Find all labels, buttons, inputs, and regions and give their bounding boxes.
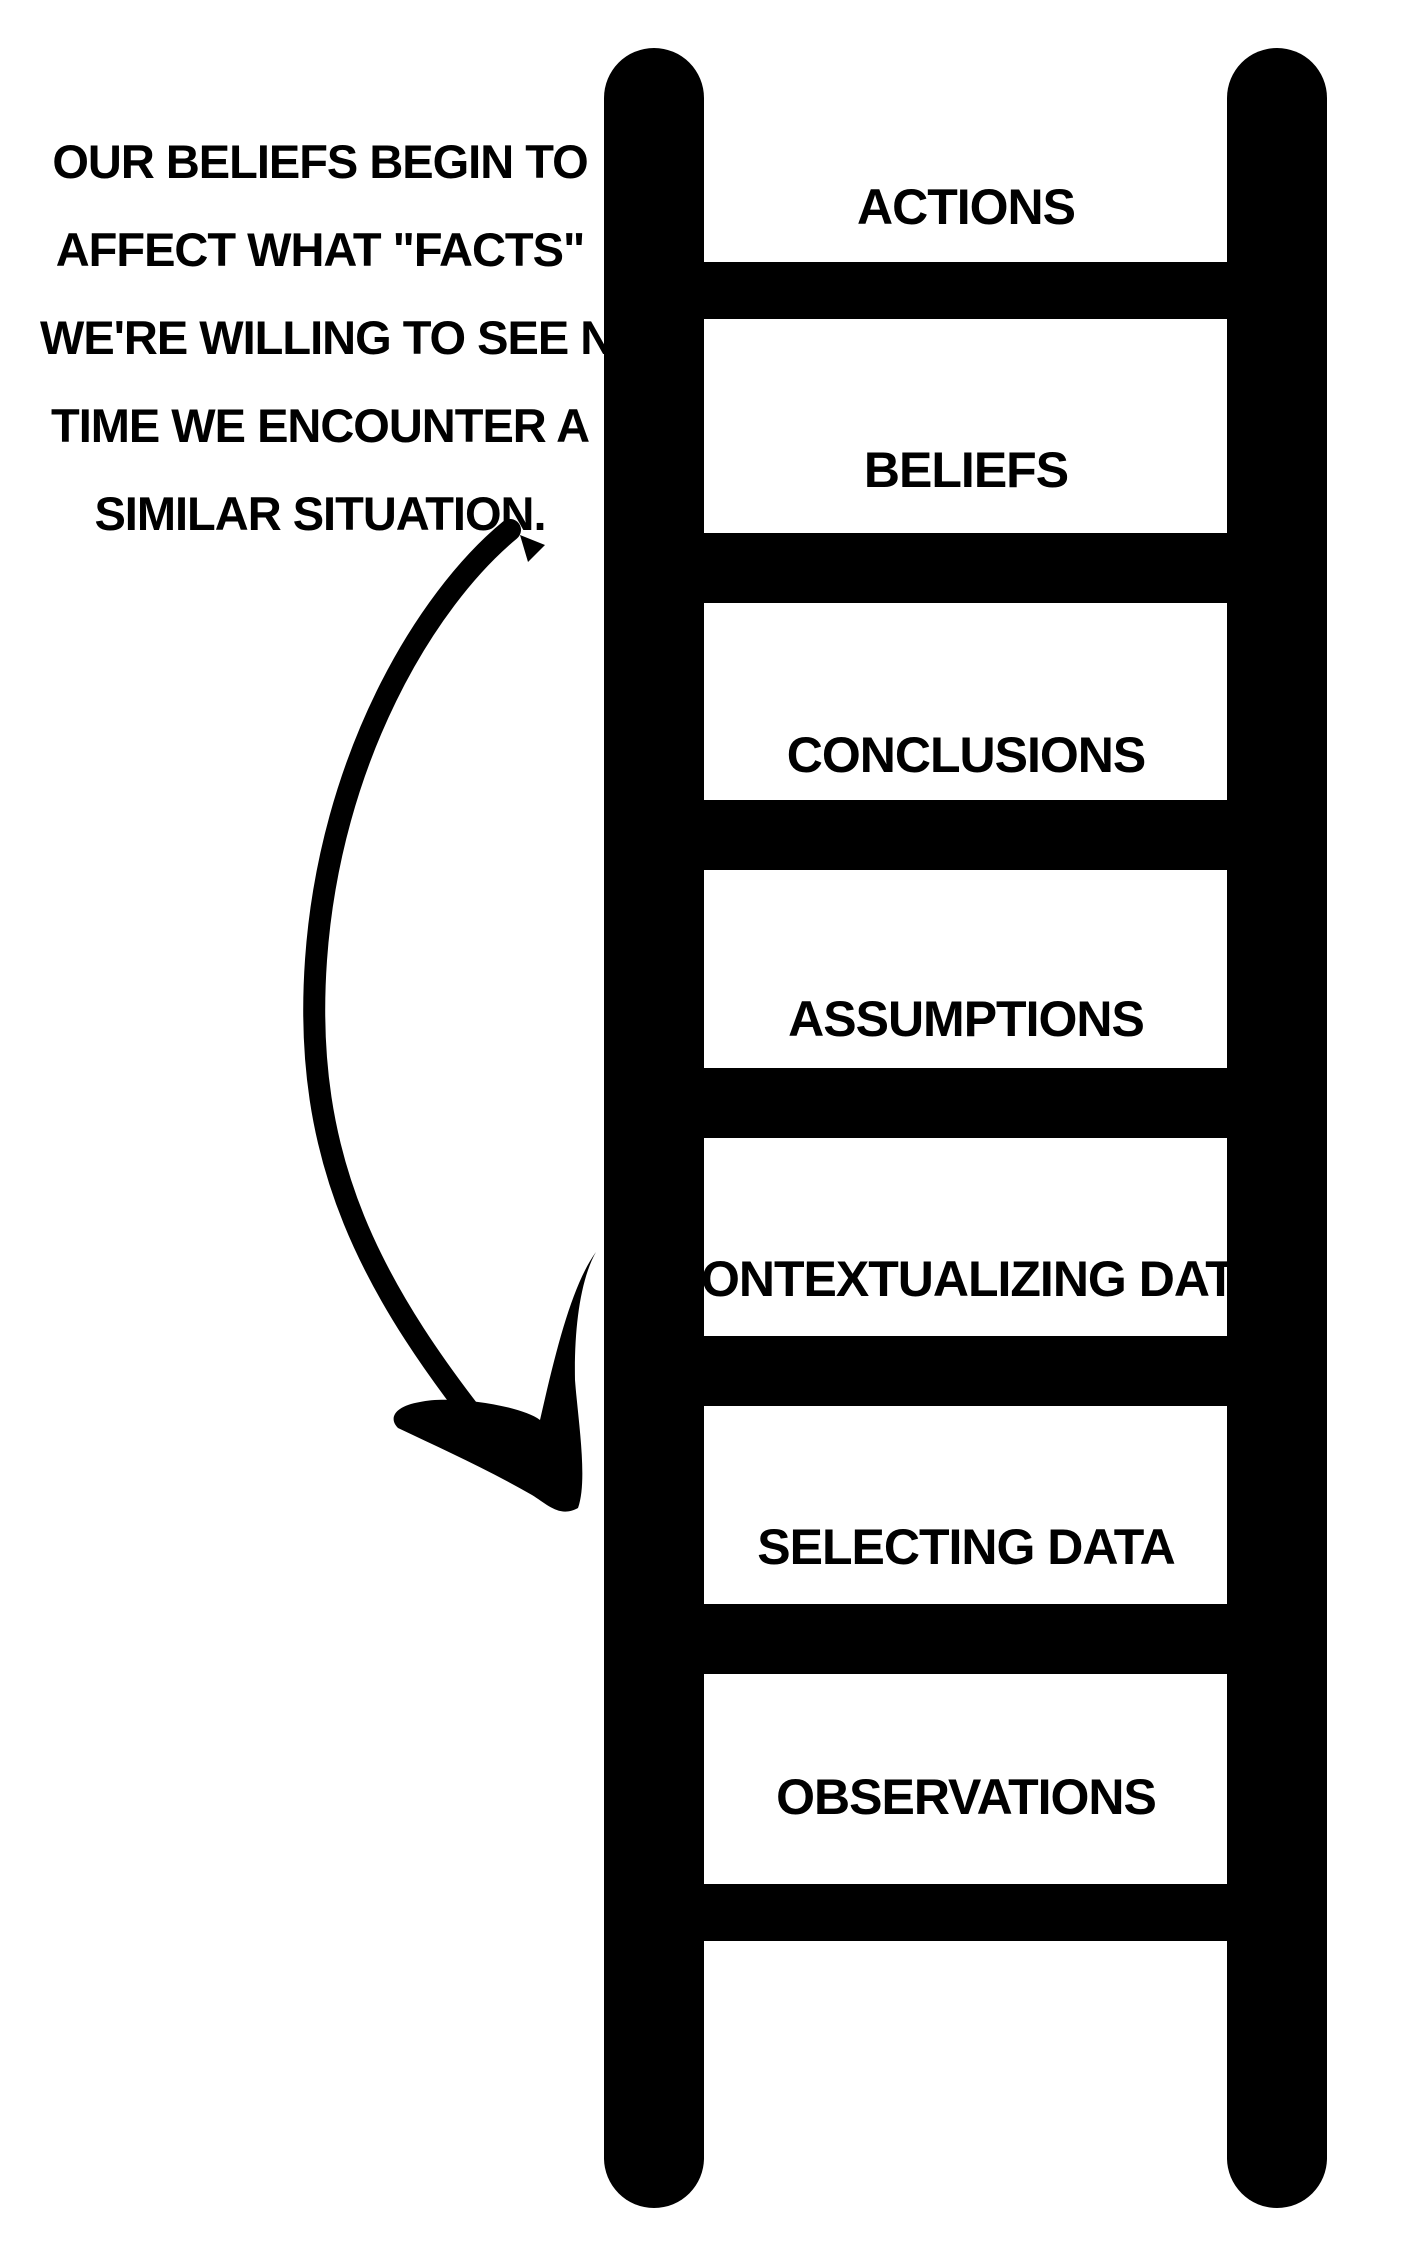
ladder-crossbar [700,1604,1230,1674]
note-line-1: OUR BELIEFS BEGIN TO [52,135,588,188]
ladder-left-rail [604,48,704,2208]
rung-label-beliefs: BELIEFS [864,442,1068,498]
ladder-crossbar [700,1068,1230,1138]
curved-arrow-head [393,1252,596,1512]
ladder-crossbar [700,1884,1230,1941]
ladder-crossbar [700,1336,1230,1406]
ladder-crossbar [700,262,1230,319]
rung-label-contextualizing-data: CONTEXTUALIZING DATA [666,1251,1266,1307]
rung-label-actions: ACTIONS [857,179,1075,235]
note-line-5: SIMILAR SITUATION. [94,487,546,540]
curved-arrow-icon [303,519,596,1512]
rung-label-assumptions: ASSUMPTIONS [788,991,1144,1047]
rung-label-observations: OBSERVATIONS [776,1769,1156,1825]
loop-note: OUR BELIEFS BEGIN TO AFFECT WHAT "FACTS"… [40,118,703,558]
curved-arrow-tip [520,535,545,562]
ladder-crossbar [700,800,1230,870]
rung-label-selecting-data: SELECTING DATA [757,1519,1174,1575]
rung-label-conclusions: CONCLUSIONS [787,727,1145,783]
ladder-crossbar [700,533,1230,603]
curved-arrow-shaft [303,519,521,1461]
note-line-3: WE'RE WILLING TO SEE NEXT [40,311,703,364]
note-line-2: AFFECT WHAT "FACTS" [55,223,586,276]
ladder-right-rail [1227,48,1327,2208]
note-line-4: TIME WE ENCOUNTER A [50,399,590,452]
